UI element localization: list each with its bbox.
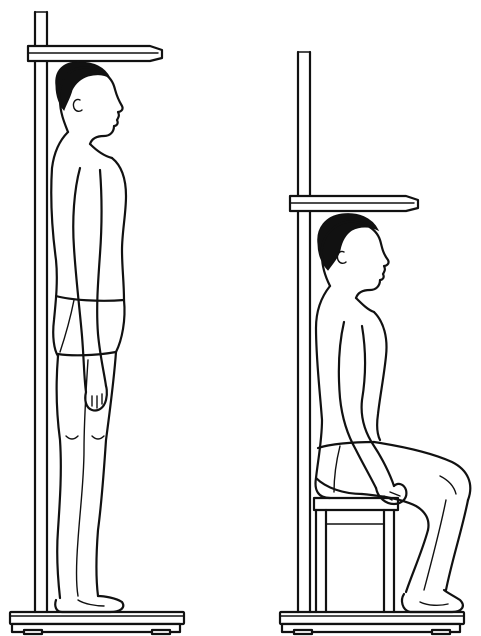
sitting-person bbox=[316, 214, 471, 612]
stadiometer-rod-right bbox=[298, 52, 310, 612]
stadiometer-base-left bbox=[10, 612, 184, 634]
standing-person bbox=[51, 62, 126, 612]
headboard-left bbox=[28, 46, 162, 61]
measurement-stool bbox=[314, 498, 398, 612]
standing-measurement-figure bbox=[10, 12, 184, 634]
stadiometer-rod-left bbox=[35, 12, 47, 612]
stadiometer-base-right bbox=[280, 612, 464, 634]
headboard-right bbox=[290, 196, 418, 211]
sitting-measurement-figure bbox=[280, 52, 470, 634]
